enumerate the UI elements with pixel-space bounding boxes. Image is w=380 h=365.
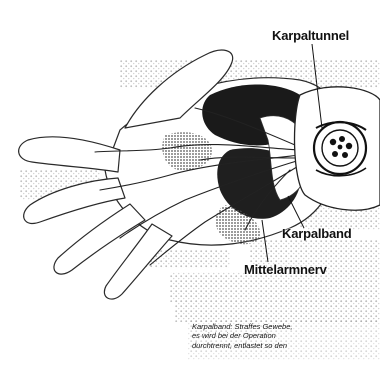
caption-line-3: durchtrennt, entlastet so den [192,341,380,350]
wrist-cross-section [295,87,380,210]
label-karpalband: Karpalband [282,226,352,241]
caption-line-2: es wird bei der Operation [192,331,380,340]
label-mittelarmnerv: Mittelarmnerv [244,262,327,277]
figure-caption: Karpalband: Straffes Gewebe, es wird bei… [192,322,380,350]
label-karpaltunnel: Karpaltunnel [272,28,349,43]
caption-line-1: Karpalband: Straffes Gewebe, [192,322,380,331]
